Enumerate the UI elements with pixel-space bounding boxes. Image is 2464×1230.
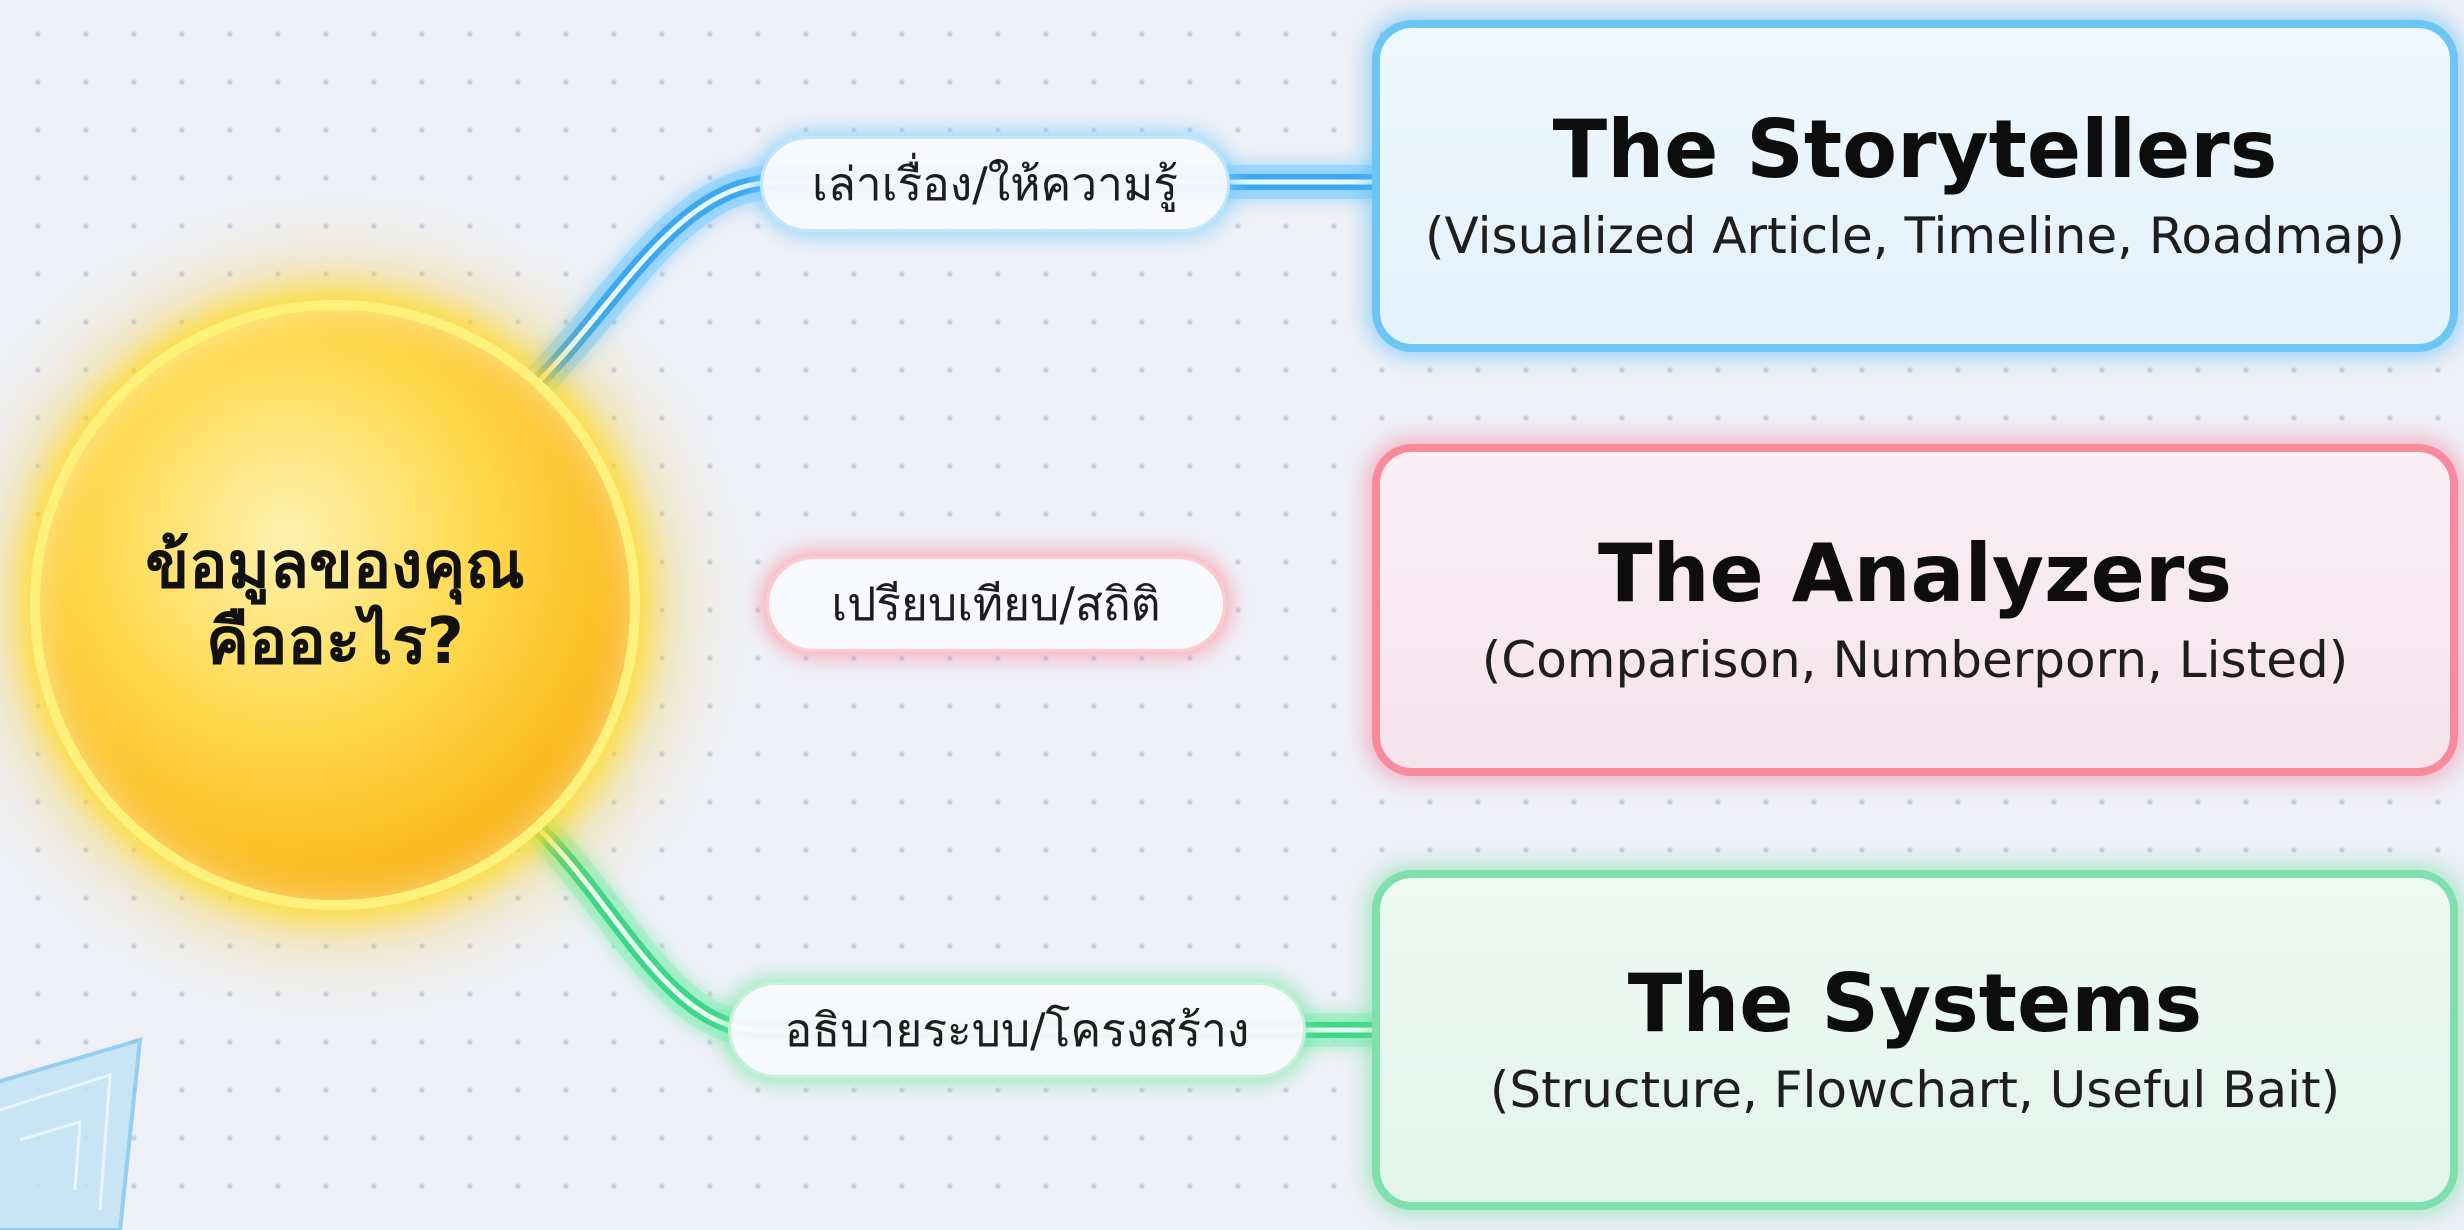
branch-label-systems: อธิบายระบบ/โครงสร้าง [728,982,1306,1078]
card-title: The Systems [1627,957,2203,1051]
card-title: The Analyzers [1598,527,2232,621]
central-question-node: ข้อมูลของคุณ คืออะไร? [30,300,640,910]
mindmap-diagram: ข้อมูลของคุณ คืออะไร? เล่าเรื่อง/ให้ความ… [0,20,2458,1230]
central-question-text: ข้อมูลของคุณ คืออะไร? [145,529,525,679]
card-title: The Storytellers [1552,103,2278,197]
card-systems: The Systems (Structure, Flowchart, Usefu… [1372,870,2458,1210]
card-storytellers: The Storytellers (Visualized Article, Ti… [1372,20,2458,352]
card-analyzers: The Analyzers (Comparison, Numberporn, L… [1372,444,2458,776]
card-subtitle: (Structure, Flowchart, Useful Bait) [1489,1061,2341,1120]
branch-label-storytellers: เล่าเรื่อง/ให้ความรู้ [760,136,1230,232]
card-subtitle: (Visualized Article, Timeline, Roadmap) [1425,207,2405,266]
branch-label-analyzers: เปรียบเทียบ/สถิติ [766,556,1226,652]
card-subtitle: (Comparison, Numberporn, Listed) [1481,631,2349,690]
decorative-blueprint-shape [0,1037,143,1230]
connector-storytellers [523,164,1397,397]
